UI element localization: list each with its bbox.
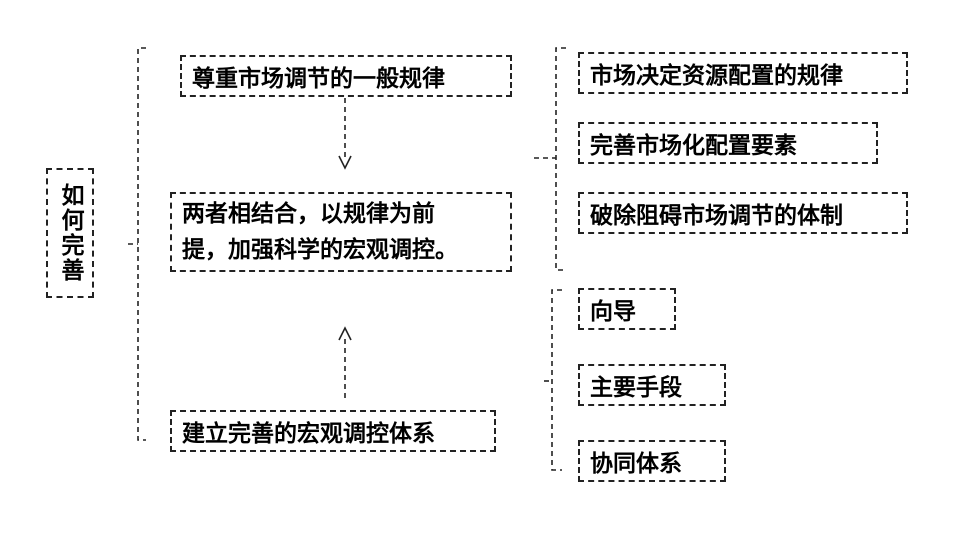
node-market-allocation-rule: 市场决定资源配置的规律 [578, 52, 908, 94]
node-improve-factor-allocation-label: 完善市场化配置要素 [590, 132, 797, 159]
main-brace [137, 47, 146, 441]
node-macro-control-system: 建立完善的宏观调控体系 [170, 410, 496, 452]
node-combine-both-label: 两者相结合，以规律为前 提，加强科学的宏观调控。 [182, 200, 458, 263]
node-guidance-label: 向导 [590, 298, 636, 325]
right-bottom-brace [551, 289, 562, 471]
node-respect-market-rules: 尊重市场调节的一般规律 [180, 55, 512, 97]
arrow-up-head [338, 326, 352, 341]
node-respect-market-rules-label: 尊重市场调节的一般规律 [192, 65, 445, 92]
node-coordination-system-label: 协同体系 [590, 450, 682, 477]
root-node: 如何完善 [46, 168, 94, 298]
node-improve-factor-allocation: 完善市场化配置要素 [578, 122, 878, 164]
node-guidance: 向导 [578, 288, 676, 330]
node-main-means: 主要手段 [578, 364, 726, 406]
node-combine-both: 两者相结合，以规律为前 提，加强科学的宏观调控。 [170, 192, 512, 272]
node-macro-control-system-label: 建立完善的宏观调控体系 [182, 420, 435, 447]
node-market-allocation-rule-label: 市场决定资源配置的规律 [590, 62, 843, 89]
node-remove-obstacles-label: 破除阻碍市场调节的体制 [590, 202, 843, 229]
right-top-brace [555, 47, 566, 271]
root-label: 如何完善 [57, 183, 84, 283]
arrow-down-head [338, 155, 352, 170]
node-coordination-system: 协同体系 [578, 440, 726, 482]
node-main-means-label: 主要手段 [590, 374, 682, 401]
node-remove-obstacles: 破除阻碍市场调节的体制 [578, 192, 908, 234]
